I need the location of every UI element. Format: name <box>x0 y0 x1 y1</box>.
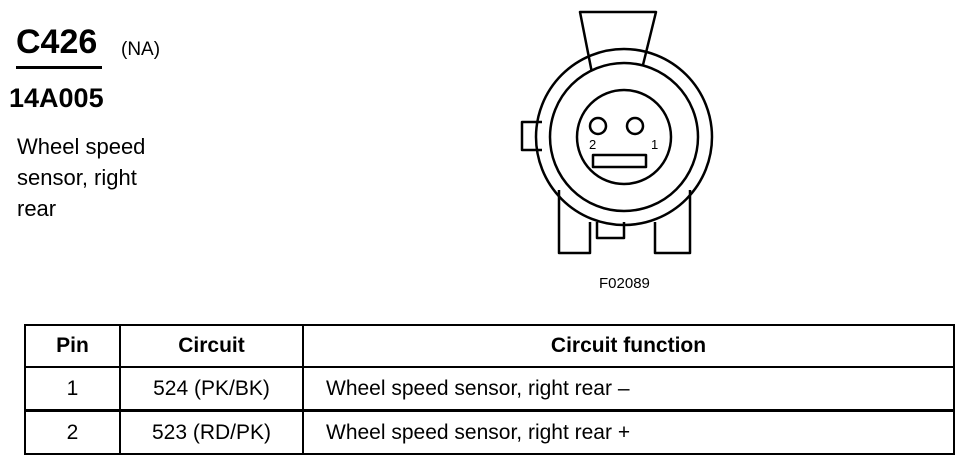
pin-1-label: 1 <box>651 137 658 152</box>
connector-outer-shell <box>534 47 714 227</box>
connector-qualifier: (NA) <box>121 39 161 60</box>
pin-table: Pin Circuit Circuit function 1 524 (PK/B… <box>24 324 955 455</box>
table-row: 1 524 (PK/BK) Wheel speed sensor, right … <box>24 366 955 412</box>
table-row: 2 523 (RD/PK) Wheel speed sensor, right … <box>24 409 955 455</box>
header-pin: Pin <box>24 324 121 368</box>
figure-id: F02089 <box>599 275 650 292</box>
connector-description: Wheel speed sensor, right rear <box>17 134 146 221</box>
circuit-cell: 524 (PK/BK) <box>119 366 304 412</box>
pin-cell: 2 <box>24 409 121 455</box>
connector-top-latch <box>578 10 658 74</box>
connector-cavity <box>575 88 673 186</box>
connector-side-tab <box>520 120 542 152</box>
pin-1-terminal <box>625 116 645 136</box>
connector-center-key <box>595 222 626 240</box>
connector-id-underline <box>16 66 102 69</box>
component-id: 14A005 <box>9 83 104 113</box>
header-circuit-function: Circuit function <box>302 324 955 368</box>
connector-inner-shell <box>548 61 700 213</box>
circuit-cell: 523 (RD/PK) <box>119 409 304 455</box>
header-circuit: Circuit <box>119 324 304 368</box>
pin-2-terminal <box>588 116 608 136</box>
pin-table-header-row: Pin Circuit Circuit function <box>24 324 955 368</box>
connector-right-leg <box>653 190 692 255</box>
pin-2-label: 2 <box>589 137 596 152</box>
connector-left-leg <box>557 190 592 255</box>
connector-key-slot <box>591 153 648 169</box>
connector-face-drawing: 2 1 <box>520 10 714 255</box>
circuit-function-cell: Wheel speed sensor, right rear – <box>302 366 955 412</box>
circuit-function-cell: Wheel speed sensor, right rear + <box>302 409 955 455</box>
connector-id: C426 <box>16 23 98 61</box>
pin-cell: 1 <box>24 366 121 412</box>
